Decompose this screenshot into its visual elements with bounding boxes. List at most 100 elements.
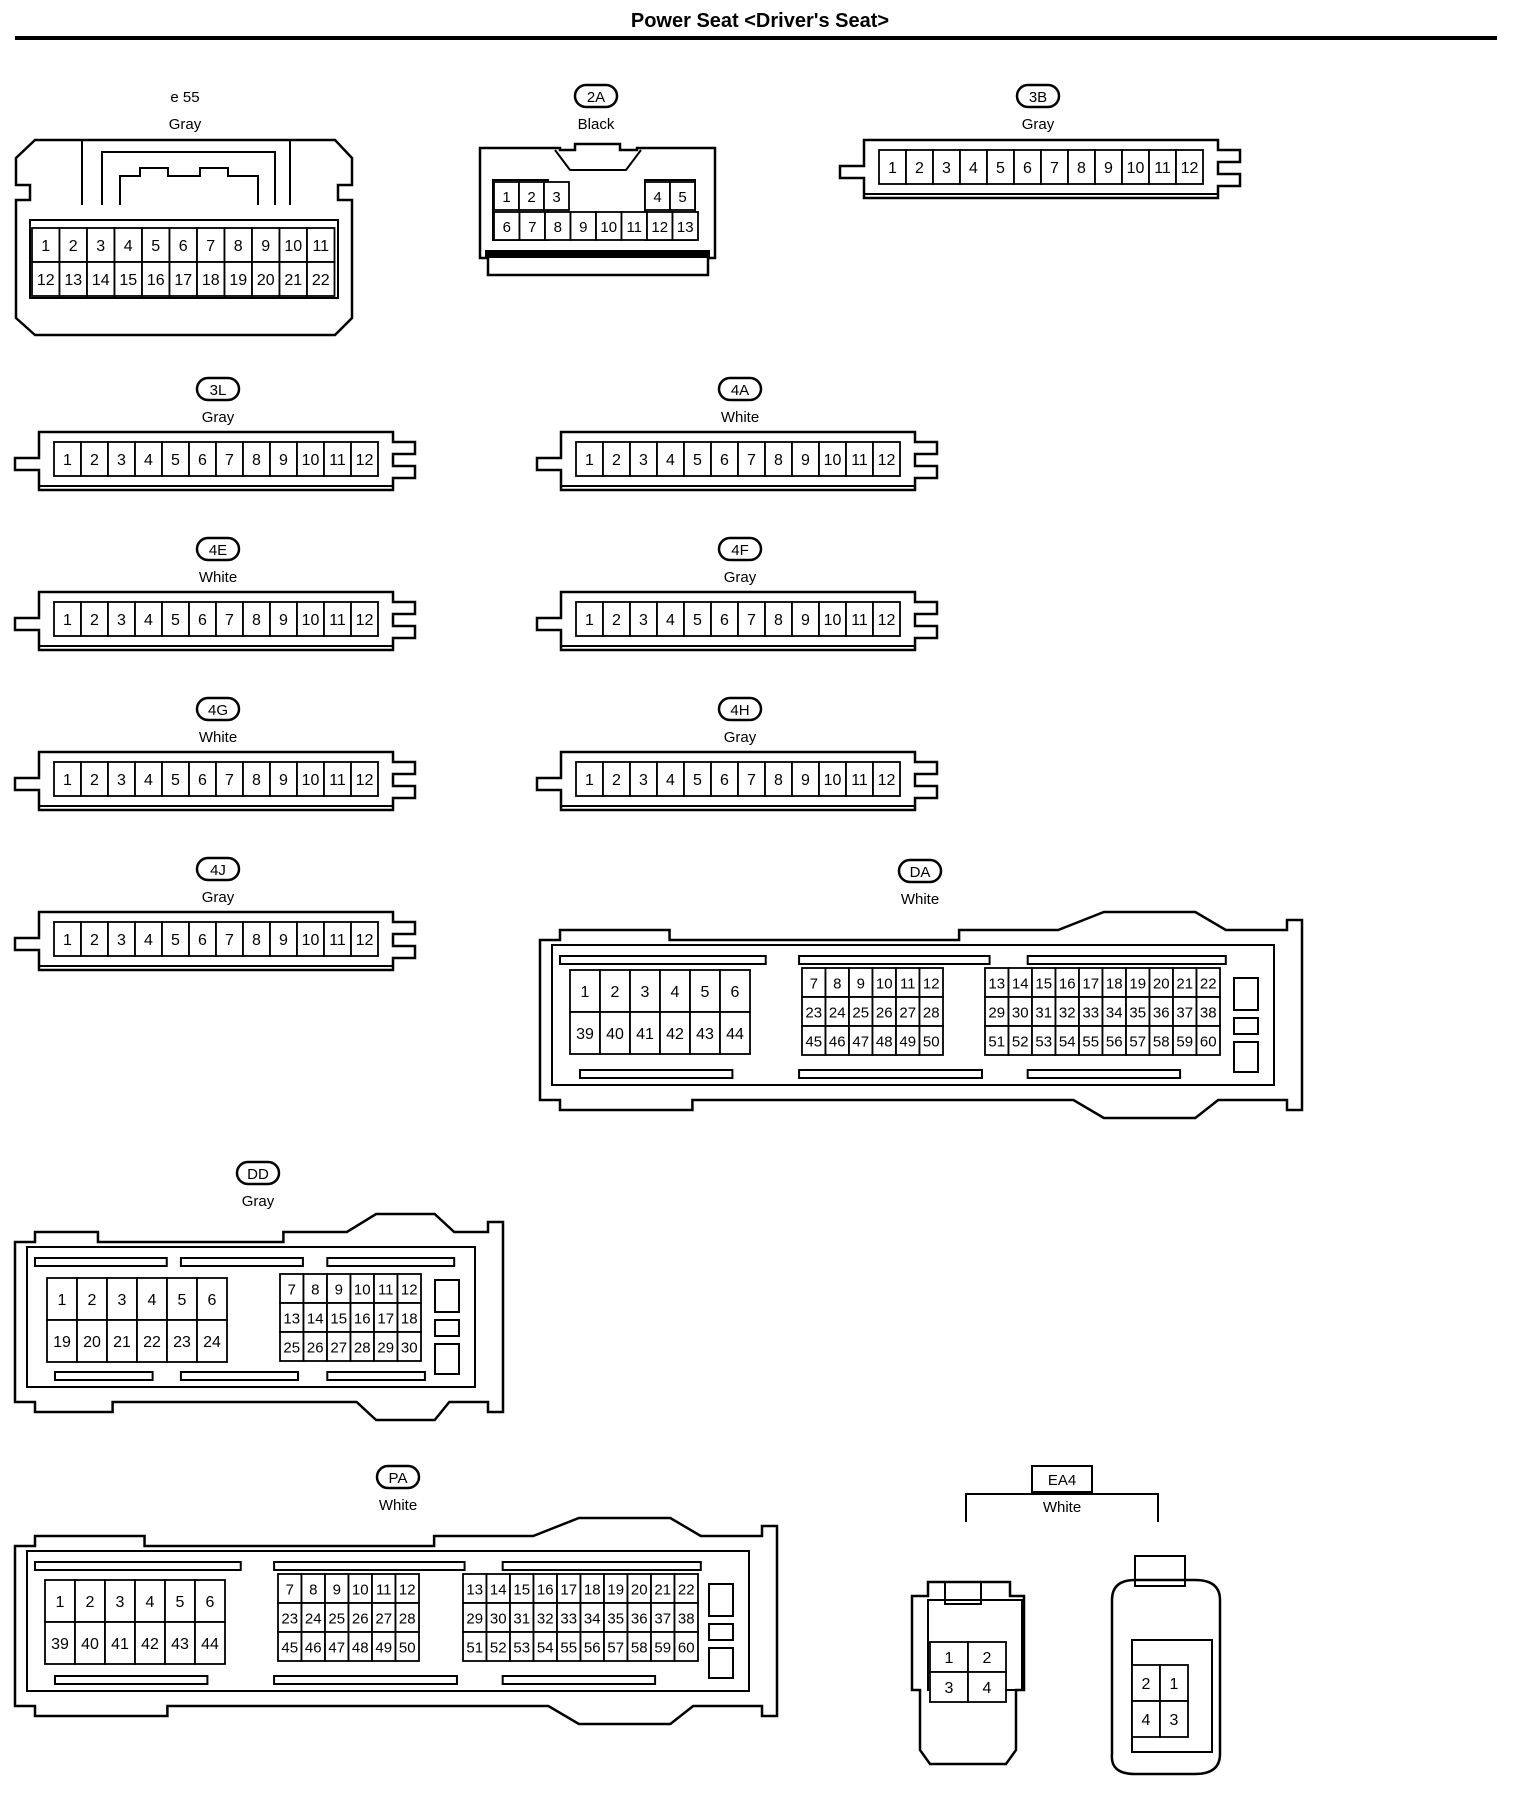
connector-code-badge	[717, 536, 763, 562]
pin-number: 33	[560, 1611, 577, 1628]
pin-number: 10	[302, 932, 320, 949]
pin-cell	[104, 1579, 136, 1623]
pin-number: 15	[330, 1311, 347, 1328]
connector-code: 4E	[209, 542, 227, 559]
connector-outline	[965, 1493, 1159, 1522]
pin-number: 8	[833, 976, 841, 993]
connector-code: PA	[389, 1470, 408, 1487]
latch-slot	[579, 1069, 734, 1079]
pin-number: 40	[81, 1636, 99, 1653]
pin-number: 30	[401, 1340, 418, 1357]
pin-cell	[251, 261, 281, 297]
pin-cell	[791, 441, 820, 477]
pin-number: 6	[198, 612, 207, 629]
pin-number: 47	[328, 1640, 345, 1657]
pin-number: 17	[377, 1311, 394, 1328]
pin-number: 1	[58, 1292, 67, 1309]
pin-number: 29	[988, 1005, 1005, 1022]
pin-number: 8	[309, 1582, 317, 1599]
pin-number: 3	[639, 612, 648, 629]
pin-number: 11	[378, 1282, 394, 1299]
pin-number: 9	[261, 238, 270, 255]
pin-cell	[188, 761, 217, 797]
pin-cell	[107, 441, 136, 477]
connector-color: Gray	[202, 409, 235, 426]
pin-number: 24	[203, 1334, 221, 1351]
pin-number: 7	[810, 976, 818, 993]
pin-number: 50	[923, 1034, 940, 1051]
pin-number: 12	[1181, 160, 1199, 177]
latch-slot	[559, 955, 767, 965]
pin-number: 48	[876, 1034, 893, 1051]
connector-outline	[13, 750, 417, 812]
pin-number: 2	[983, 1650, 992, 1667]
pin-cell	[196, 1319, 228, 1363]
connector-color: White	[1043, 1499, 1081, 1516]
connector-outline	[434, 1319, 460, 1337]
connector-outline	[1233, 1017, 1259, 1035]
pin-number: 57	[1129, 1034, 1146, 1051]
pin-number: 9	[333, 1582, 341, 1599]
connector-code: 4F	[731, 542, 749, 559]
pin-number: 21	[284, 272, 302, 289]
connector-outline	[535, 430, 939, 492]
connector-color: Gray	[724, 569, 757, 586]
pin-cell	[543, 181, 570, 211]
pin-number: 1	[585, 452, 594, 469]
pin-number: 11	[329, 612, 346, 629]
pin-number: 17	[1082, 976, 1099, 993]
latch-slot	[326, 1371, 426, 1381]
pin-number: 2	[1142, 1676, 1151, 1693]
pin-number: 10	[354, 1282, 371, 1299]
pin-cell	[350, 921, 379, 957]
pin-number: 4	[146, 1594, 155, 1611]
pin-number: 11	[329, 452, 346, 469]
pin-number: 20	[631, 1582, 648, 1599]
connector-outline	[13, 590, 417, 652]
connector-code-badge	[1015, 83, 1061, 109]
connector-outline	[81, 140, 291, 205]
pin-number: 1	[585, 612, 594, 629]
latch-slot	[273, 1675, 458, 1685]
pin-number: 39	[51, 1636, 69, 1653]
pin-cell	[1175, 149, 1204, 185]
connector-outline	[13, 1212, 505, 1422]
connector-outline	[478, 142, 717, 277]
pin-number: 46	[305, 1640, 322, 1657]
connector-code: e 55	[170, 89, 199, 106]
pin-number: 6	[720, 612, 729, 629]
pin-number: 16	[537, 1582, 554, 1599]
pin-cell	[134, 601, 163, 637]
pin-number: 30	[1012, 1005, 1029, 1022]
pin-cell	[107, 921, 136, 957]
pin-cell	[53, 921, 82, 957]
pin-number: 4	[144, 932, 153, 949]
pin-number: 37	[654, 1611, 671, 1628]
pin-cell	[872, 761, 901, 797]
pin-number: 1	[585, 772, 594, 789]
pin-cell	[296, 761, 325, 797]
pin-number: 7	[747, 772, 756, 789]
pin-number: 9	[279, 612, 288, 629]
pin-number: 6	[1023, 160, 1032, 177]
connector-code: 4G	[208, 702, 228, 719]
pin-cell	[350, 761, 379, 797]
latch-slot	[501, 1675, 657, 1685]
pin-number: 8	[311, 1282, 319, 1299]
pin-number: 2	[612, 612, 621, 629]
pin-cell	[323, 601, 352, 637]
pin-number: 12	[356, 772, 374, 789]
pin-number: 7	[225, 932, 234, 949]
pin-number: 17	[560, 1582, 577, 1599]
pin-number: 14	[307, 1311, 324, 1328]
pin-number: 3	[118, 1292, 127, 1309]
pin-number: 6	[720, 452, 729, 469]
pin-number: 59	[654, 1640, 671, 1657]
pin-cell	[710, 601, 739, 637]
pin-number: 3	[117, 612, 126, 629]
pin-cell	[168, 261, 198, 297]
pin-number: 1	[1170, 1676, 1179, 1693]
pin-number: 10	[824, 452, 842, 469]
